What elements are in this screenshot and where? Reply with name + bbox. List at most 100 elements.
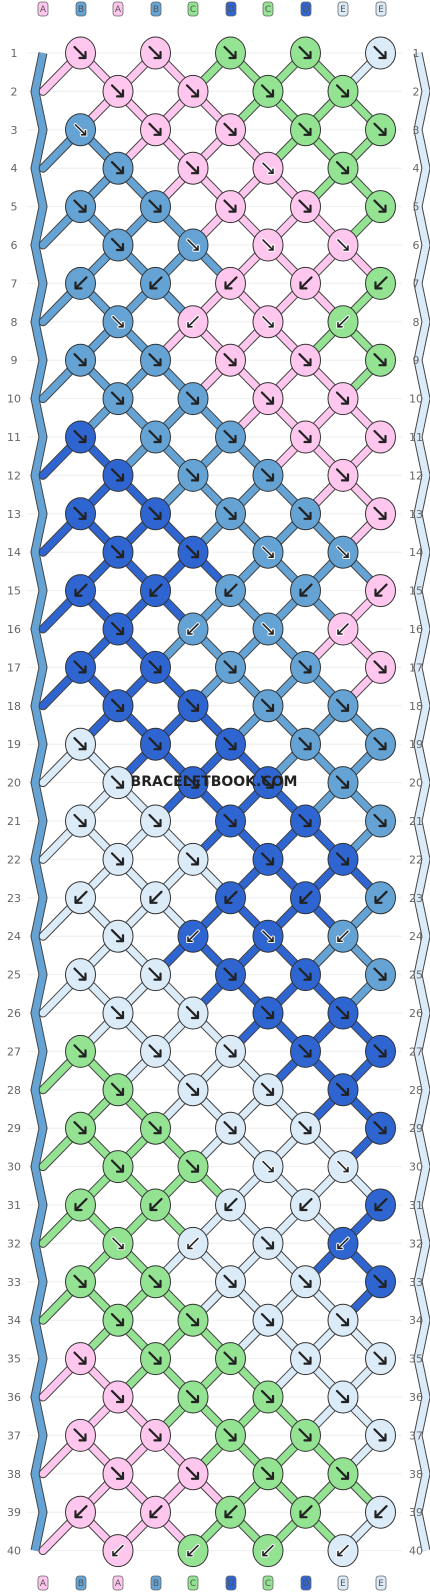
- row-number-left: 1: [11, 47, 18, 60]
- knot-arrow-icon: [73, 199, 87, 213]
- knot-arrow-icon: [74, 890, 88, 904]
- row-number-right: 27: [409, 1045, 423, 1058]
- knot: [65, 1111, 96, 1145]
- knot: [290, 881, 321, 915]
- row-number-left: 31: [7, 1199, 21, 1212]
- knot-arrow-icon: [335, 468, 350, 482]
- row-number-right: 5: [413, 201, 420, 214]
- knot: [327, 1226, 359, 1260]
- row-number-left: 13: [7, 508, 21, 521]
- row-number-right: 7: [413, 277, 420, 290]
- knot-arrow-icon: [373, 1044, 387, 1058]
- strand-tab: [262, 1, 274, 17]
- row-number-right: 29: [409, 1122, 423, 1135]
- knot-arrow-icon: [260, 1389, 275, 1404]
- knot: [290, 36, 321, 70]
- strand-tab: [75, 1, 87, 17]
- row-number-left: 25: [7, 969, 21, 982]
- knot-arrow-icon: [185, 1005, 200, 1020]
- row-number-right: 17: [409, 661, 423, 674]
- knot: [177, 458, 209, 492]
- knot-arrow-icon: [187, 623, 199, 635]
- row-number-left: 35: [7, 1353, 21, 1366]
- row-number-left: 32: [7, 1237, 21, 1250]
- knot-arrow-icon: [110, 1466, 125, 1480]
- knot: [102, 1073, 134, 1107]
- knot: [327, 305, 359, 339]
- strand-tab: [112, 1, 124, 17]
- row-number-right: 14: [409, 546, 423, 559]
- knot: [252, 1534, 284, 1568]
- knot-arrow-icon: [149, 583, 163, 597]
- knot: [177, 535, 209, 569]
- knot-arrow-icon: [148, 737, 162, 751]
- knot: [102, 535, 134, 569]
- knot-arrow-icon: [224, 1197, 238, 1212]
- knot-arrow-icon: [148, 1121, 162, 1135]
- knot-arrow-icon: [185, 698, 200, 712]
- knot-arrow-icon: [223, 1351, 237, 1365]
- knot: [140, 190, 171, 224]
- knot-arrow-icon: [110, 1389, 125, 1404]
- knot: [102, 1226, 134, 1260]
- knot-arrow-icon: [110, 1005, 125, 1020]
- knot-arrow-icon: [298, 45, 312, 60]
- knot: [140, 958, 171, 992]
- knot-arrow-icon: [185, 775, 200, 789]
- knot: [252, 458, 284, 492]
- row-number-left: 37: [7, 1429, 21, 1442]
- knot-arrow-icon: [299, 890, 313, 904]
- knot: [65, 420, 96, 454]
- knot: [327, 689, 359, 723]
- knot-arrow-icon: [148, 429, 162, 444]
- knot-arrow-icon: [223, 199, 237, 213]
- knot: [177, 1150, 209, 1184]
- knot-arrow-icon: [185, 84, 200, 98]
- knot: [102, 1534, 134, 1568]
- knot-arrow-icon: [373, 45, 387, 60]
- knot-arrow-icon: [73, 429, 87, 444]
- knot: [102, 151, 134, 185]
- knot: [327, 151, 359, 185]
- knot: [252, 228, 284, 262]
- strand-tab: [375, 1, 387, 17]
- knot-arrow-icon: [185, 1082, 200, 1096]
- row-number-right: 31: [409, 1199, 423, 1212]
- knot-arrow-icon: [335, 698, 350, 712]
- knot-arrow-icon: [260, 1005, 275, 1020]
- knot-arrow-icon: [223, 429, 237, 444]
- knot: [65, 574, 96, 608]
- knot: [215, 881, 246, 915]
- knot: [290, 1342, 321, 1376]
- knot: [140, 1034, 171, 1068]
- knot-arrow-icon: [185, 1313, 200, 1327]
- row-number-right: 39: [409, 1506, 423, 1519]
- row-number-left: 39: [7, 1506, 21, 1519]
- knot: [290, 727, 321, 761]
- knot: [215, 266, 246, 300]
- knot: [65, 1495, 96, 1529]
- knot: [65, 804, 96, 838]
- row-number-right: 24: [409, 930, 423, 943]
- knot: [215, 1265, 246, 1299]
- knot: [140, 1265, 171, 1299]
- knot: [177, 228, 209, 262]
- knot-arrow-icon: [187, 1237, 199, 1250]
- strand-tab: [37, 1575, 49, 1591]
- knot-arrow-icon: [149, 1197, 163, 1212]
- knot: [327, 228, 359, 262]
- row-number-left: 4: [11, 162, 18, 175]
- knot: [177, 1534, 209, 1568]
- knot-arrow-icon: [298, 1351, 312, 1365]
- knot: [215, 650, 246, 684]
- knot: [177, 74, 209, 108]
- row-number-right: 1: [413, 47, 420, 60]
- knot-arrow-icon: [298, 122, 312, 136]
- knot-arrow-icon: [74, 1197, 88, 1212]
- knot-arrow-icon: [110, 545, 125, 559]
- knot-arrow-icon: [148, 1044, 162, 1058]
- knot-arrow-icon: [337, 623, 349, 635]
- knot: [102, 1457, 134, 1491]
- knot-arrow-icon: [373, 660, 387, 674]
- edge-strand: [31, 52, 47, 1552]
